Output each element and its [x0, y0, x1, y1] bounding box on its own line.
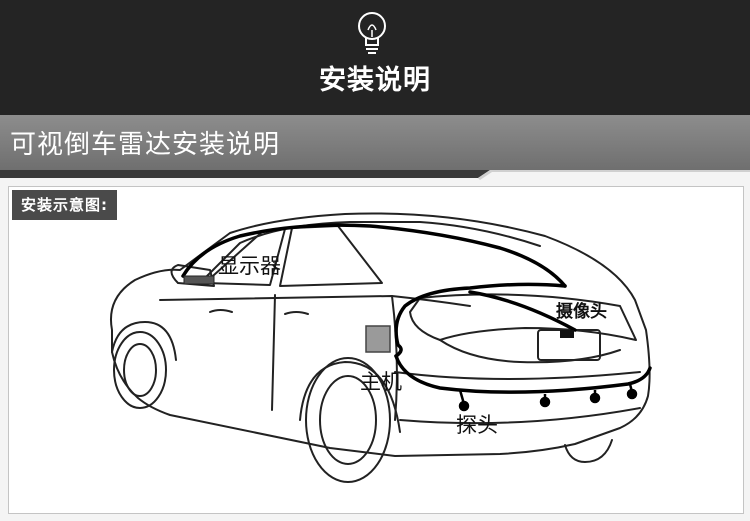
subheader-divider: [0, 170, 750, 180]
label-display: 显示器: [218, 254, 281, 278]
probe-sensor-4: [626, 388, 638, 400]
banner-title: 安装说明: [319, 65, 431, 96]
section-tag: 安装示意图:: [12, 190, 117, 220]
lightbulb-icon: [358, 12, 386, 54]
monitor-device: [183, 275, 215, 285]
subheader-title: 可视倒车雷达安装说明: [10, 130, 281, 160]
wiring-harness: [181, 223, 652, 394]
label-probe: 探头: [456, 413, 498, 437]
label-camera: 摄像头: [556, 301, 607, 322]
label-host: 主机: [360, 370, 402, 394]
probe-sensor-2: [539, 396, 551, 408]
header-banner: 安装说明: [0, 0, 750, 115]
probe-sensor-3: [589, 392, 601, 404]
subheader-bar: [0, 115, 750, 170]
probe-sensors: [458, 383, 638, 412]
camera-device: [560, 330, 574, 338]
host-unit-box: [365, 325, 391, 353]
probe-sensor-1: [458, 400, 470, 412]
